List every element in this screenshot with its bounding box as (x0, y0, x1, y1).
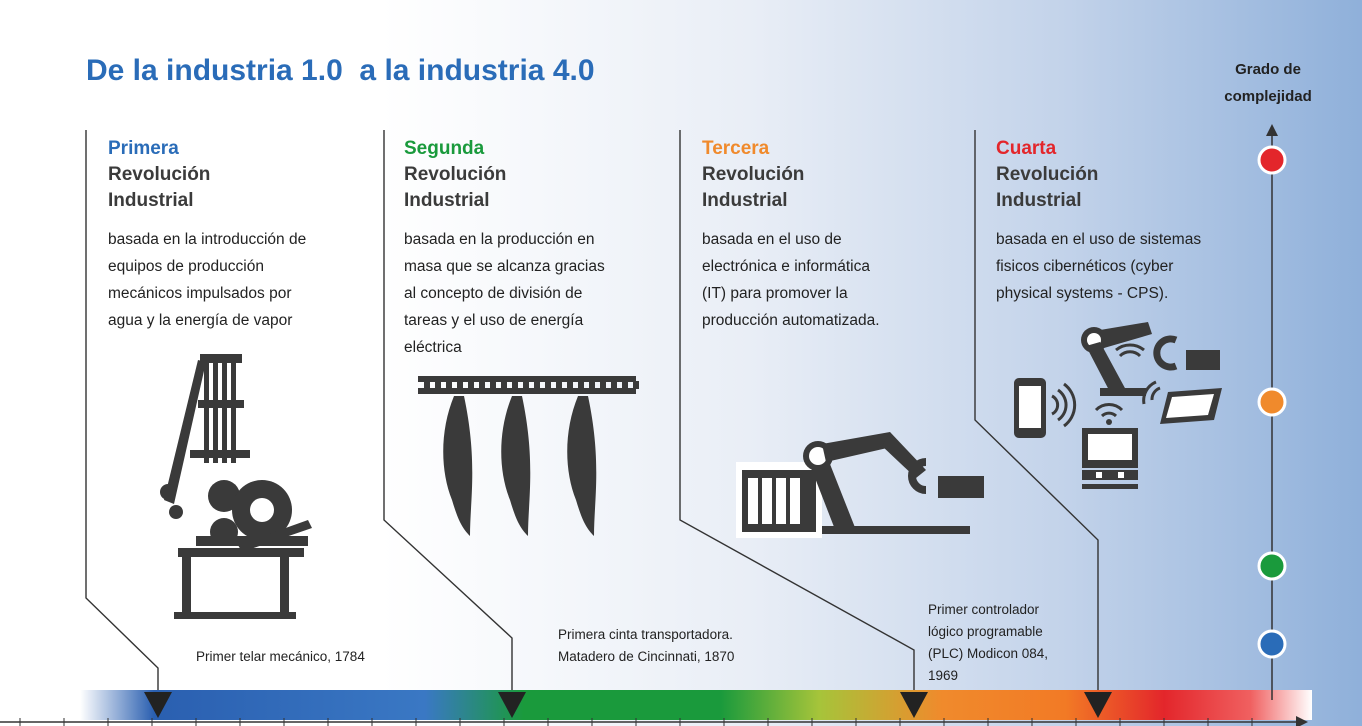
revolution-primera-description: basada en la introducción de equipos de … (108, 226, 306, 334)
revolution-segunda-ordinal: Segunda (404, 138, 485, 159)
revolution-cuarta-description: basada en el uso de sistemas fisicos cib… (996, 226, 1201, 307)
conveyor-bead (600, 381, 606, 389)
conveyor-bead (523, 381, 529, 389)
revolution-cuarta-name-line1: Revolución (996, 164, 1099, 185)
complexity-arrow-icon (1266, 124, 1278, 136)
description-line: equipos de producción (108, 258, 264, 275)
description-line: al concepto de división de (404, 285, 583, 302)
timeline-ticks (19, 718, 1253, 726)
revolution-primera-ordinal: Primera (108, 138, 179, 159)
conveyor-bead (611, 381, 617, 389)
industrial-robot-arm-icon (736, 432, 984, 538)
conveyor-bead (622, 381, 628, 389)
description-line: eléctrica (404, 339, 462, 356)
complexity-marker-cuarta (1257, 145, 1287, 175)
conveyor-bead (578, 381, 584, 389)
conveyor-bead (435, 381, 441, 389)
mechanical-loom-icon (160, 354, 312, 619)
revolution-segunda-description: basada en la producción en masa que se a… (404, 226, 605, 361)
revolution-primera-heading: Primera Revolución Industrial (108, 136, 210, 214)
complexity-axis-label: Grado de complejidad (1222, 56, 1314, 110)
conveyor-bead (512, 381, 518, 389)
timeline-arrow-icon (1296, 716, 1308, 726)
revolution-tercera-name-line2: Industrial (702, 190, 788, 211)
connector-primera (85, 130, 159, 692)
milestone-line: (PLC) Modicon 084, (928, 646, 1049, 661)
revolution-tercera-name-line1: Revolución (702, 164, 805, 185)
conveyor-bead (556, 381, 562, 389)
revolution-primera-name-line2: Industrial (108, 190, 194, 211)
complexity-axis-label-line1: Grado de (1235, 61, 1301, 78)
conveyor-bead (633, 381, 639, 389)
complexity-marker-tercera (1257, 387, 1287, 417)
milestone-marker-segunda (498, 692, 526, 718)
revolution-tercera-ordinal: Tercera (702, 138, 770, 159)
conveyor-bead (457, 381, 463, 389)
timeline-color-bar (80, 690, 1312, 720)
milestone-marker-tercera (900, 692, 928, 718)
conveyor-bead (545, 381, 551, 389)
complexity-marker-primera (1257, 629, 1287, 659)
connector-segunda (383, 130, 513, 692)
description-line: (IT) para promover la (702, 285, 848, 302)
conveyor-bead (479, 381, 485, 389)
conveyor-bead (446, 381, 452, 389)
complexity-markers (1257, 145, 1287, 659)
milestone-line: Primera cinta transportadora. (558, 627, 733, 642)
description-line: basada en la introducción de (108, 231, 307, 248)
revolution-segunda-name-line1: Revolución (404, 164, 507, 185)
description-line: masa que se alcanza gracias (404, 258, 605, 275)
milestone-line: lógico programable (928, 624, 1043, 639)
conveyor-bead (490, 381, 496, 389)
revolution-cuarta-heading: Cuarta Revolución Industrial (996, 136, 1098, 214)
description-line: physical systems - CPS). (996, 285, 1169, 302)
milestone-marker-cuarta (1084, 692, 1112, 718)
complexity-axis-label-line2: complejidad (1224, 88, 1312, 105)
revolution-cuarta-name-line2: Industrial (996, 190, 1082, 211)
revolution-primera-name-line1: Revolución (108, 164, 211, 185)
complexity-marker-segunda (1257, 551, 1287, 581)
conveyor-bead (501, 381, 507, 389)
description-line: basada en el uso de (702, 231, 842, 248)
milestone-line: 1969 (928, 668, 959, 683)
milestone-markers (144, 692, 1112, 718)
description-line: producción automatizada. (702, 312, 880, 329)
revolution-segunda-heading: Segunda Revolución Industrial (404, 136, 506, 214)
milestone-line: Primer controlador (928, 602, 1040, 617)
description-line: basada en la producción en (404, 231, 595, 248)
milestone-line: Matadero de Cincinnati, 1870 (558, 649, 735, 664)
description-line: mecánicos impulsados por (108, 285, 292, 302)
conveyor-bead (589, 381, 595, 389)
revolution-tercera-description: basada en el uso de electrónica e inform… (702, 226, 880, 334)
conveyor-bead (534, 381, 540, 389)
description-line: fisicos cibernéticos (cyber (996, 258, 1174, 275)
description-line: tareas y el uso de energía (404, 312, 584, 329)
description-line: agua y la energía de vapor (108, 312, 293, 329)
revolution-cuarta-ordinal: Cuarta (996, 138, 1057, 159)
conveyor-bead (567, 381, 573, 389)
revolution-tercera-heading: Tercera Revolución Industrial (702, 136, 804, 214)
milestone-line: Primer telar mecánico, 1784 (196, 649, 365, 664)
milestone-primera-label: Primer telar mecánico, 1784 (196, 646, 365, 668)
conveyor-belt-icon (418, 376, 639, 536)
page-title: De la industria 1.0 a la industria 4.0 (86, 54, 595, 87)
era-connectors (85, 130, 1099, 692)
milestone-marker-primera (144, 692, 172, 718)
milestone-segunda-label: Primera cinta transportadora. Matadero d… (558, 624, 734, 668)
connector-tercera (679, 130, 915, 692)
connector-cuarta (974, 130, 1099, 692)
description-line: electrónica e informática (702, 258, 870, 275)
conveyor-bead (468, 381, 474, 389)
revolution-segunda-name-line2: Industrial (404, 190, 490, 211)
cyber-physical-systems-icon (1014, 322, 1222, 489)
description-line: basada en el uso de sistemas (996, 231, 1202, 248)
milestone-tercera-label: Primer controlador lógico programable (P… (928, 599, 1048, 687)
conveyor-bead (424, 381, 430, 389)
